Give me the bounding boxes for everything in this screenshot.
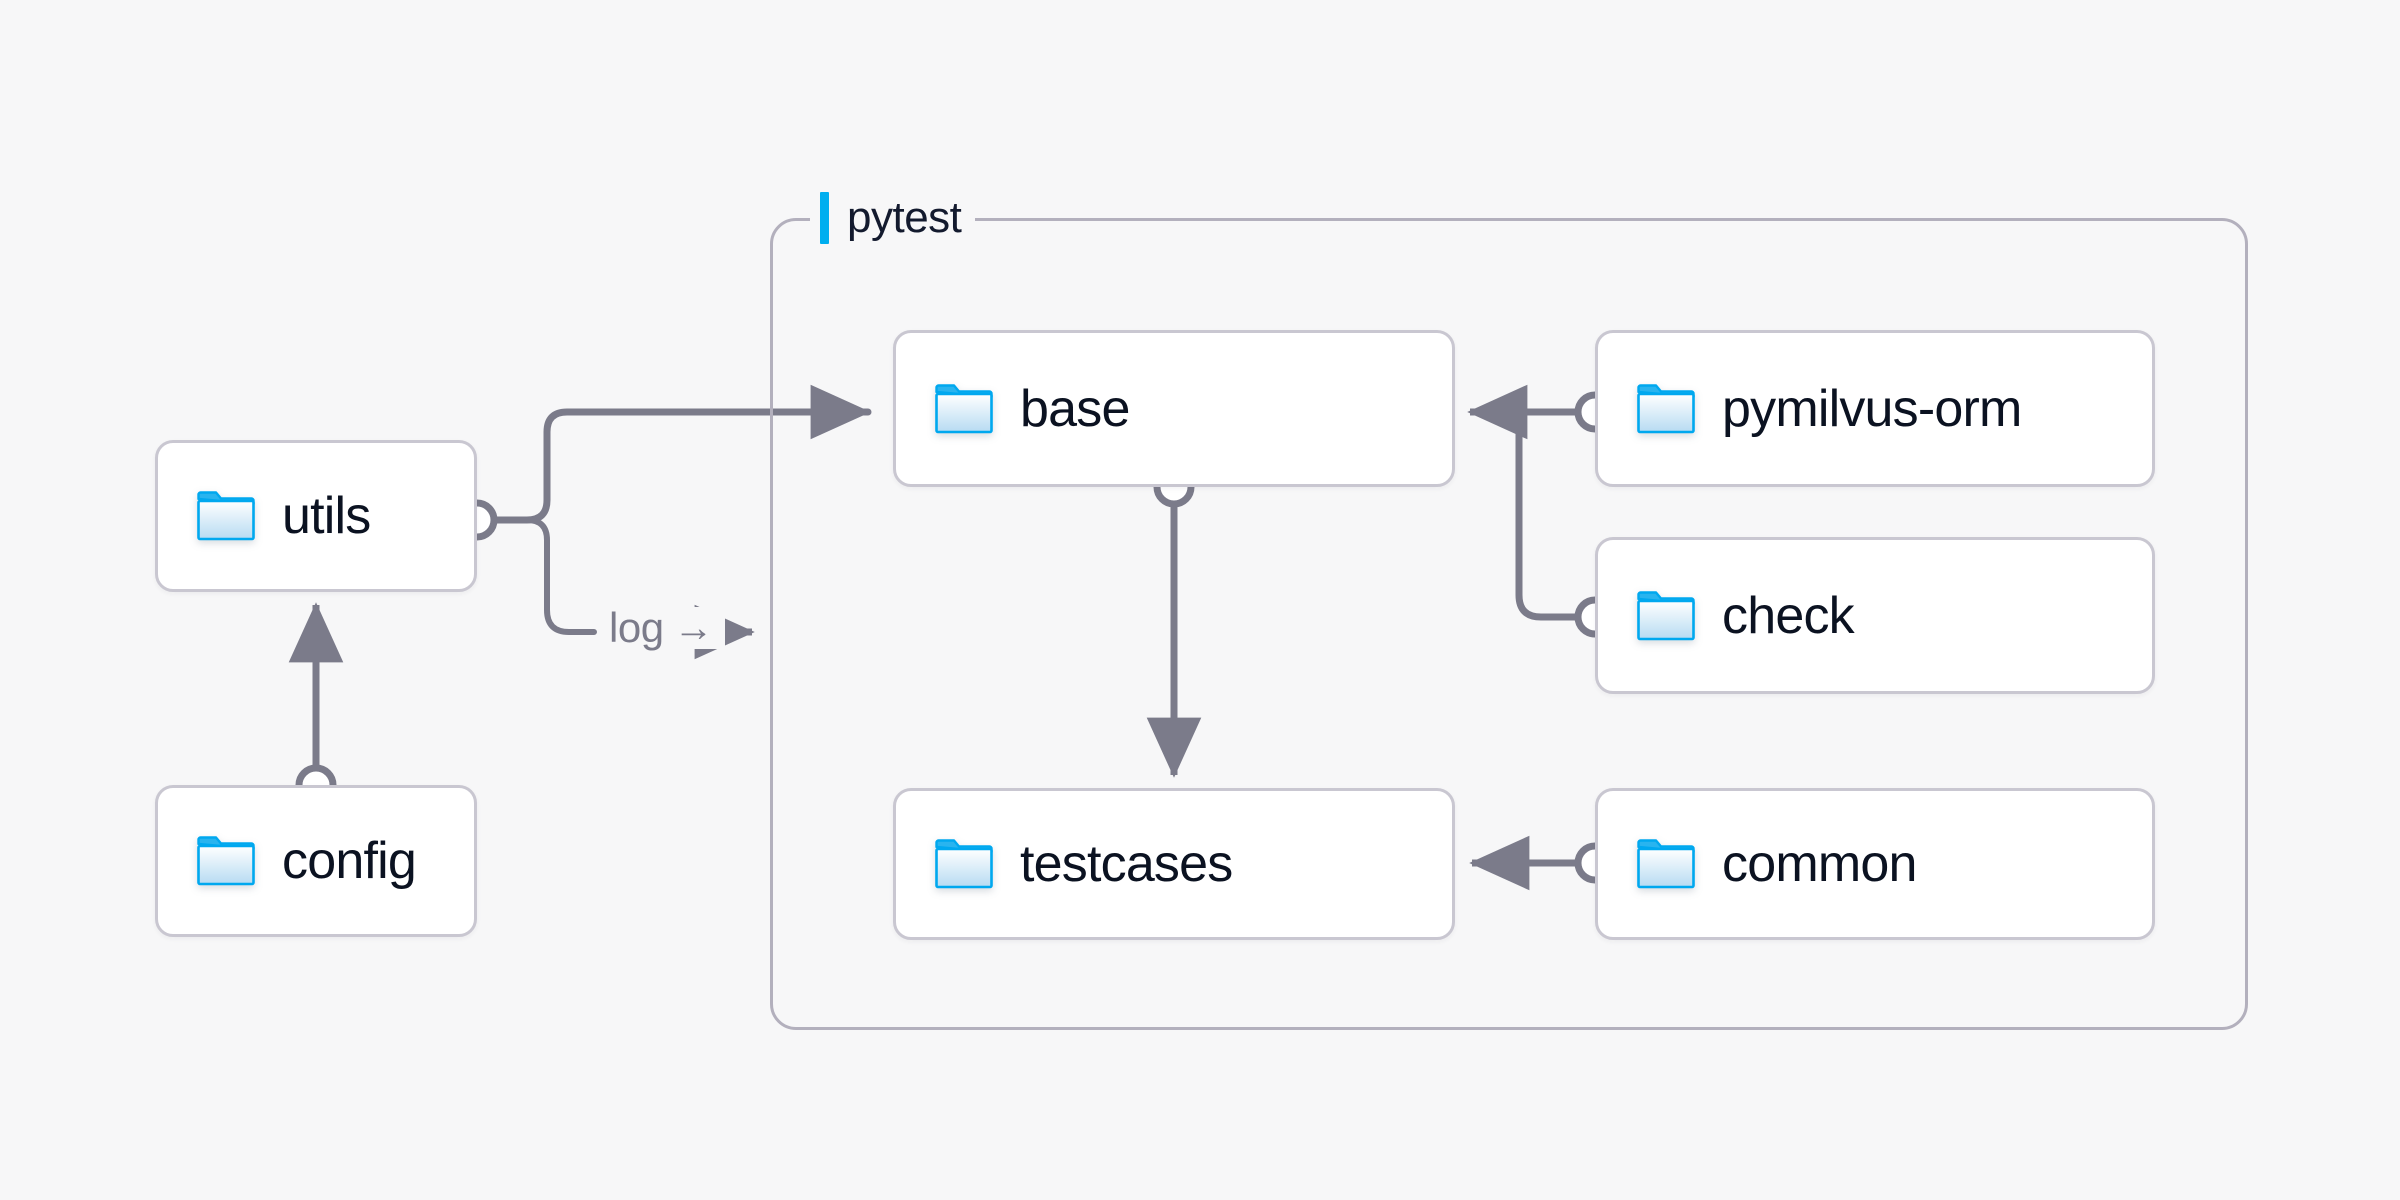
node-pymilvus-orm-label: pymilvus-orm [1722,379,2022,438]
node-common[interactable]: common [1595,788,2155,940]
node-config[interactable]: config [155,785,477,937]
group-label-text: pytest [847,193,962,242]
node-utils[interactable]: utils [155,440,477,592]
arrow-right-icon: → [673,606,714,650]
folder-icon [197,836,255,886]
node-check-label: check [1722,586,1855,645]
node-testcases[interactable]: testcases [893,788,1455,940]
edge-label-log: log → [597,604,726,651]
node-check[interactable]: check [1595,537,2155,694]
group-accent-bar [820,192,829,244]
group-pytest-label: pytest [810,190,976,246]
folder-icon [1637,383,1695,433]
node-base-label: base [1020,379,1130,438]
node-testcases-label: testcases [1020,835,1233,893]
folder-icon [1637,839,1695,889]
folder-icon [1637,590,1695,640]
folder-icon [935,839,993,889]
node-utils-label: utils [282,487,371,545]
node-common-label: common [1722,835,1917,893]
edge-label-log-text: log [609,604,664,651]
group-pytest[interactable] [770,218,2248,1030]
edge-config-utils [288,602,344,806]
folder-icon [197,491,255,541]
node-pymilvus-orm[interactable]: pymilvus-orm [1595,330,2155,487]
folder-icon [935,383,993,433]
node-base[interactable]: base [893,330,1455,487]
node-config-label: config [282,832,417,890]
